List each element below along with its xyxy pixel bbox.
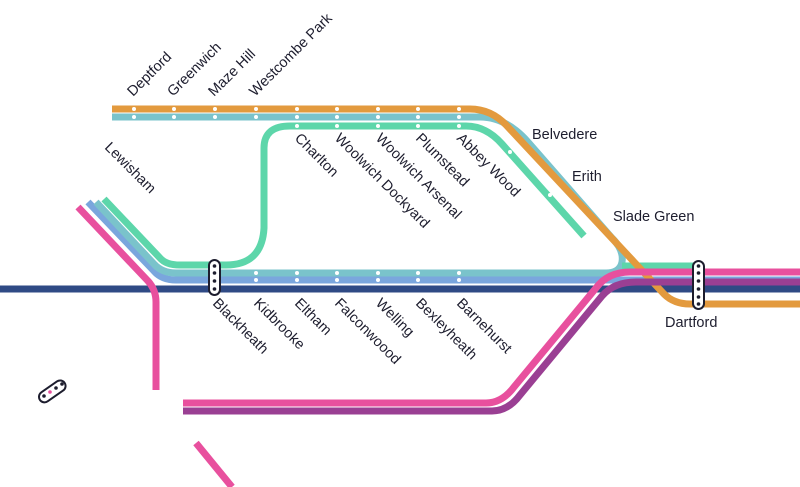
station-dot xyxy=(376,124,380,128)
legend-interchange-icon xyxy=(38,379,67,404)
station-dot xyxy=(590,238,594,242)
route-line-light-blue xyxy=(85,199,800,284)
interchange-blackheath xyxy=(208,259,221,296)
station-dot xyxy=(457,107,461,111)
station-dot xyxy=(376,271,380,275)
station-dot xyxy=(416,271,420,275)
route-line-pink-loop xyxy=(183,268,800,407)
station-dot xyxy=(416,107,420,111)
station-dot xyxy=(295,278,299,282)
station-dot xyxy=(416,115,420,119)
route-line-pink-southeast xyxy=(193,440,235,487)
station-dot xyxy=(514,144,518,148)
station-dot xyxy=(172,107,176,111)
station-label-erith: Erith xyxy=(572,169,602,185)
station-label-westcombe-park: Westcombe Park xyxy=(247,10,337,100)
station-dot xyxy=(416,278,420,282)
station-dot xyxy=(457,115,461,119)
station-dot xyxy=(554,187,558,191)
station-dot xyxy=(254,107,258,111)
station-label-belvedere: Belvedere xyxy=(532,127,597,143)
route-line-green xyxy=(101,122,587,269)
station-dot xyxy=(132,107,136,111)
station-label-slade-green: Slade Green xyxy=(613,209,694,225)
station-dot xyxy=(295,107,299,111)
station-dot xyxy=(132,115,136,119)
station-label-dartford: Dartford xyxy=(665,315,717,331)
station-dot xyxy=(376,115,380,119)
station-dot xyxy=(457,278,461,282)
station-dot xyxy=(213,115,217,119)
station-dot xyxy=(335,107,339,111)
station-dot xyxy=(254,278,258,282)
station-dot xyxy=(335,124,339,128)
station-dot xyxy=(172,115,176,119)
station-dot xyxy=(376,278,380,282)
station-dot xyxy=(254,271,258,275)
station-dots xyxy=(132,107,600,282)
station-dot xyxy=(457,271,461,275)
station-dot xyxy=(508,150,512,154)
station-dot xyxy=(213,107,217,111)
station-dot xyxy=(295,271,299,275)
interchange-dartford xyxy=(692,260,705,310)
station-dot xyxy=(295,124,299,128)
station-dot xyxy=(596,232,600,236)
station-label-abbey-wood: Abbey Wood xyxy=(453,131,523,201)
station-dot xyxy=(335,271,339,275)
station-dot xyxy=(335,115,339,119)
station-dot xyxy=(416,124,420,128)
station-dot xyxy=(254,115,258,119)
route-line-purple xyxy=(183,278,800,415)
station-label-lewisham: Lewisham xyxy=(101,140,158,197)
route-line-pink-north xyxy=(75,204,160,390)
station-labels: Deptford Greenwich Maze Hill Westcombe P… xyxy=(101,10,717,368)
station-dot xyxy=(335,278,339,282)
station-dot xyxy=(457,124,461,128)
station-dot xyxy=(376,107,380,111)
route-line-orange xyxy=(112,105,800,308)
station-dot xyxy=(295,115,299,119)
station-dot xyxy=(548,193,552,197)
